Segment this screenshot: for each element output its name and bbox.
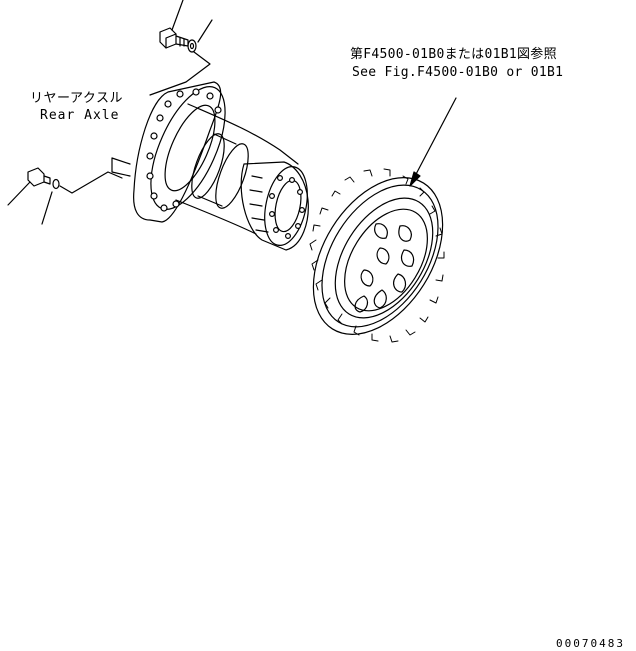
rear-axle-label-en: Rear Axle (40, 108, 120, 123)
reference-note-en: See Fig.F4500-01B0 or 01B1 (352, 65, 564, 80)
reference-note-jp: 第F4500-01B0または01B1図参照 (350, 47, 557, 62)
plug-part (7, 167, 123, 225)
washer-part (149, 19, 213, 96)
drawing-number: 00070483 (556, 637, 625, 650)
flange-leader (111, 157, 131, 177)
bolt-part (159, 0, 189, 49)
reference-leader-arrow (409, 97, 457, 187)
ring-gear (309, 168, 445, 343)
rear-axle-label-jp: リヤーアクスル (30, 91, 123, 106)
rear-axle-housing (133, 81, 309, 251)
